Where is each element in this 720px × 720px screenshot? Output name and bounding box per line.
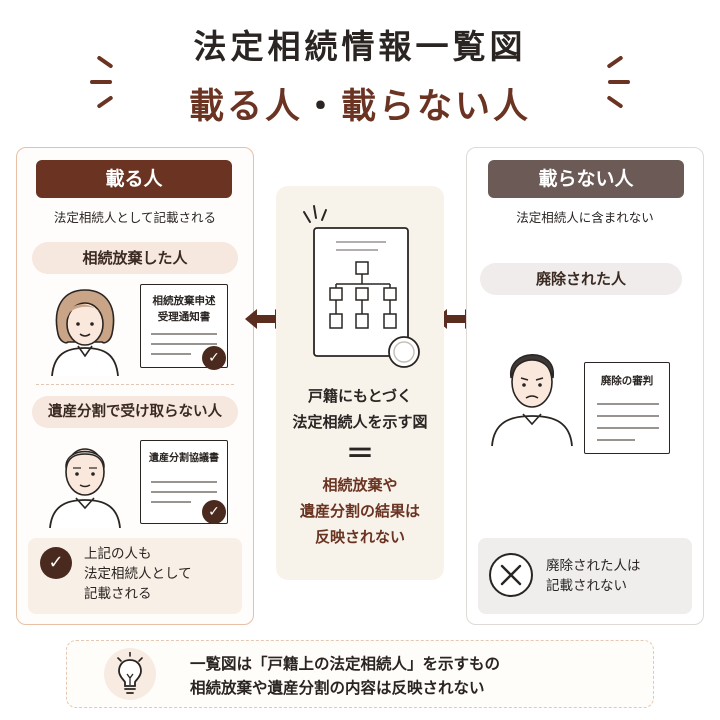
included-note-line: 記載される [84, 586, 152, 602]
chart-result-line: 相続放棄や [322, 476, 398, 494]
check-circle-icon: ✓ [40, 547, 72, 579]
summary-footer [66, 640, 654, 708]
subtitle-included: 載る人 [188, 87, 303, 127]
summary-text: 一覧図は「戸籍上の法定相続人」を示すもの 相続放棄や遺産分割の内容は反映されない [190, 652, 650, 700]
chart-definition-line: 戸籍にもとづく [307, 387, 413, 405]
case-renunciation-label: 相続放棄した人 [32, 242, 238, 274]
chart-definition: 戸籍にもとづく 法定相続人を示す図 [276, 383, 444, 435]
division-doc-title: 遺産分割協議書 [149, 453, 219, 464]
cross-icon [489, 553, 533, 597]
renunciation-doc-title-1: 相続放棄申述 [152, 295, 216, 307]
page-title: 法定相続情報一覧図 [193, 27, 527, 66]
included-note-line: 上記の人も [84, 546, 152, 562]
section-divider [36, 384, 234, 385]
chart-definition-line: 法定相続人を示す図 [292, 413, 428, 431]
included-note-line: 法定相続人として [84, 566, 192, 582]
page-subtitle: 載る人・載らない人 [0, 78, 720, 129]
family-tree-document-icon [303, 205, 420, 368]
disinheritance-ruling-document: 廃除の審判 [584, 362, 670, 454]
spark-decoration [608, 80, 630, 84]
summary-line: 一覧図は「戸籍上の法定相続人」を示すもの [190, 655, 501, 673]
included-subtitle: 法定相続人として記載される [53, 210, 217, 225]
worried-man-avatar-icon [491, 354, 573, 447]
chart-result-line: 反映されない [314, 528, 405, 546]
chart-result-note: 相続放棄や 遺産分割の結果は 反映されない [276, 472, 444, 550]
older-man-avatar-icon [49, 448, 121, 528]
included-header: 載る人 [36, 160, 232, 198]
excluded-note-line: 廃除された人は [546, 558, 641, 574]
check-icon: ✓ [202, 346, 226, 370]
subtitle-separator: ・ [302, 87, 341, 127]
lightbulb-icon [117, 652, 143, 694]
excluded-header: 載らない人 [488, 160, 684, 198]
renunciation-doc-title-2: 受理通知書 [157, 311, 211, 323]
summary-line: 相続放棄や遺産分割の内容は反映されない [190, 679, 485, 697]
case-division-label: 遺産分割で受け取らない人 [32, 396, 238, 428]
subtitle-excluded: 載らない人 [341, 87, 532, 127]
included-note-text: 上記の人も 法定相続人として 記載される [84, 544, 240, 604]
disinheritance-doc-title: 廃除の審判 [600, 375, 654, 387]
excluded-note-line: 記載されない [546, 578, 627, 594]
chart-result-line: 遺産分割の結果は [299, 502, 420, 520]
check-icon: ✓ [202, 500, 226, 524]
woman-avatar-icon [51, 289, 119, 376]
equals-sign: ＝ [345, 437, 374, 470]
excluded-subtitle: 法定相続人に含まれない [516, 210, 654, 225]
case-disinherited-label: 廃除された人 [480, 263, 682, 295]
excluded-note-text: 廃除された人は 記載されない [546, 556, 686, 596]
spark-decoration [90, 80, 112, 84]
